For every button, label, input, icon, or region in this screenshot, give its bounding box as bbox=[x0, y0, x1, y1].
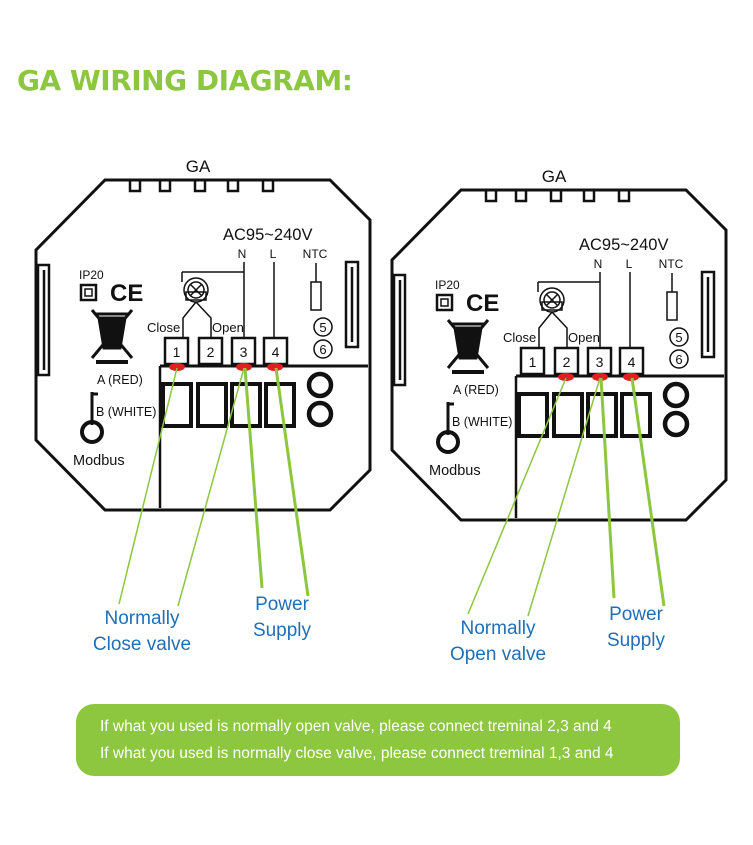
connection-dots bbox=[558, 373, 639, 381]
side-clip-right bbox=[344, 260, 360, 349]
weee-bin-icon bbox=[90, 309, 134, 364]
thermostat-unit-normally-close: GA AC95~240V N L NTC bbox=[34, 157, 372, 655]
svg-text:5: 5 bbox=[675, 330, 682, 345]
ntc-terminal-6: 6 bbox=[313, 339, 333, 359]
terminal-3: 3 bbox=[240, 344, 248, 360]
model-label: GA bbox=[542, 167, 567, 186]
n-label: N bbox=[594, 257, 603, 271]
svg-text:Supply: Supply bbox=[253, 620, 312, 641]
wiring-notes-panel: If what you used is normally open valve,… bbox=[76, 704, 680, 776]
bus-b-label: B (WHITE) bbox=[452, 415, 512, 429]
svg-text:Open valve: Open valve bbox=[450, 644, 546, 665]
terminal-2: 2 bbox=[563, 354, 571, 370]
ntc-terminal-5: 5 bbox=[669, 327, 689, 347]
model-label: GA bbox=[186, 157, 211, 176]
svg-text:Power: Power bbox=[255, 594, 310, 615]
bus-a-label: A (RED) bbox=[97, 373, 143, 387]
power-supply-label: Power Supply bbox=[253, 594, 312, 641]
terminal-1: 1 bbox=[529, 354, 537, 370]
side-clip-right bbox=[700, 270, 716, 359]
bus-b-label: B (WHITE) bbox=[96, 405, 156, 419]
valve-actuator-icon bbox=[537, 281, 600, 348]
note-normally-open: If what you used is normally open valve,… bbox=[100, 718, 612, 735]
valve-actuator-icon bbox=[181, 271, 244, 338]
weee-bin-icon bbox=[446, 319, 490, 374]
n-label: N bbox=[238, 247, 247, 261]
thermostat-housing bbox=[390, 188, 728, 522]
open-label: Open bbox=[568, 330, 600, 345]
lower-sockets bbox=[517, 381, 690, 438]
note-normally-close: If what you used is normally close valve… bbox=[100, 745, 614, 762]
terminal-2: 2 bbox=[207, 344, 215, 360]
thermostat-unit-normally-open: GA AC95~240V N L NTC Close bbox=[390, 167, 728, 665]
svg-text:IP20: IP20 bbox=[435, 278, 460, 292]
svg-text:6: 6 bbox=[319, 342, 326, 357]
voltage-label: AC95~240V bbox=[223, 226, 312, 244]
open-label: Open bbox=[212, 320, 244, 335]
ntc-label: NTC bbox=[659, 257, 684, 271]
ntc-terminal-6: 6 bbox=[669, 349, 689, 369]
leader-lines bbox=[467, 377, 666, 617]
ntc-terminal-5: 5 bbox=[313, 317, 333, 337]
thermostat-housing bbox=[34, 178, 372, 512]
ce-mark: CE bbox=[466, 290, 499, 317]
ntc-label: NTC bbox=[303, 247, 328, 261]
close-label: Close bbox=[503, 330, 536, 345]
svg-text:Normally: Normally bbox=[461, 618, 536, 639]
voltage-label: AC95~240V bbox=[579, 236, 668, 254]
bus-a-label: A (RED) bbox=[453, 383, 499, 397]
top-clips bbox=[484, 188, 631, 203]
svg-text:5: 5 bbox=[319, 320, 326, 335]
valve-type-label: Normally Close valve bbox=[93, 608, 191, 655]
svg-text:Supply: Supply bbox=[607, 630, 666, 651]
terminal-4: 4 bbox=[272, 344, 280, 360]
power-supply-label: Power Supply bbox=[607, 604, 666, 651]
svg-text:6: 6 bbox=[675, 352, 682, 367]
svg-text:Power: Power bbox=[609, 604, 664, 625]
terminal-4: 4 bbox=[628, 354, 636, 370]
connection-dots bbox=[169, 363, 283, 371]
ip20-mark: IP20 bbox=[435, 278, 460, 312]
valve-type-label: Normally Open valve bbox=[450, 618, 546, 665]
terminal-block: 1 2 3 4 bbox=[519, 346, 645, 376]
l-label: L bbox=[270, 247, 277, 261]
modbus-connector-icon bbox=[436, 402, 460, 454]
l-label: L bbox=[626, 257, 633, 271]
svg-text:IP20: IP20 bbox=[79, 268, 104, 282]
terminal-3: 3 bbox=[596, 354, 604, 370]
ip20-mark: IP20 bbox=[79, 268, 104, 302]
modbus-label: Modbus bbox=[73, 453, 125, 469]
leader-lines bbox=[118, 367, 310, 607]
page-title: GA WIRING DIAGRAM: bbox=[17, 64, 353, 97]
terminal-block: 1 2 3 4 bbox=[163, 336, 289, 366]
modbus-label: Modbus bbox=[429, 463, 481, 479]
close-label: Close bbox=[147, 320, 180, 335]
terminal-1: 1 bbox=[173, 344, 181, 360]
side-clip-left bbox=[392, 273, 407, 387]
ce-mark: CE bbox=[110, 280, 143, 307]
top-clips bbox=[128, 178, 275, 193]
svg-text:Normally: Normally bbox=[105, 608, 180, 629]
ntc-probe-icon bbox=[310, 263, 322, 311]
modbus-connector-icon bbox=[80, 392, 104, 444]
svg-text:Close valve: Close valve bbox=[93, 634, 191, 655]
ntc-probe-icon bbox=[666, 273, 678, 321]
side-clip-left bbox=[36, 263, 51, 377]
